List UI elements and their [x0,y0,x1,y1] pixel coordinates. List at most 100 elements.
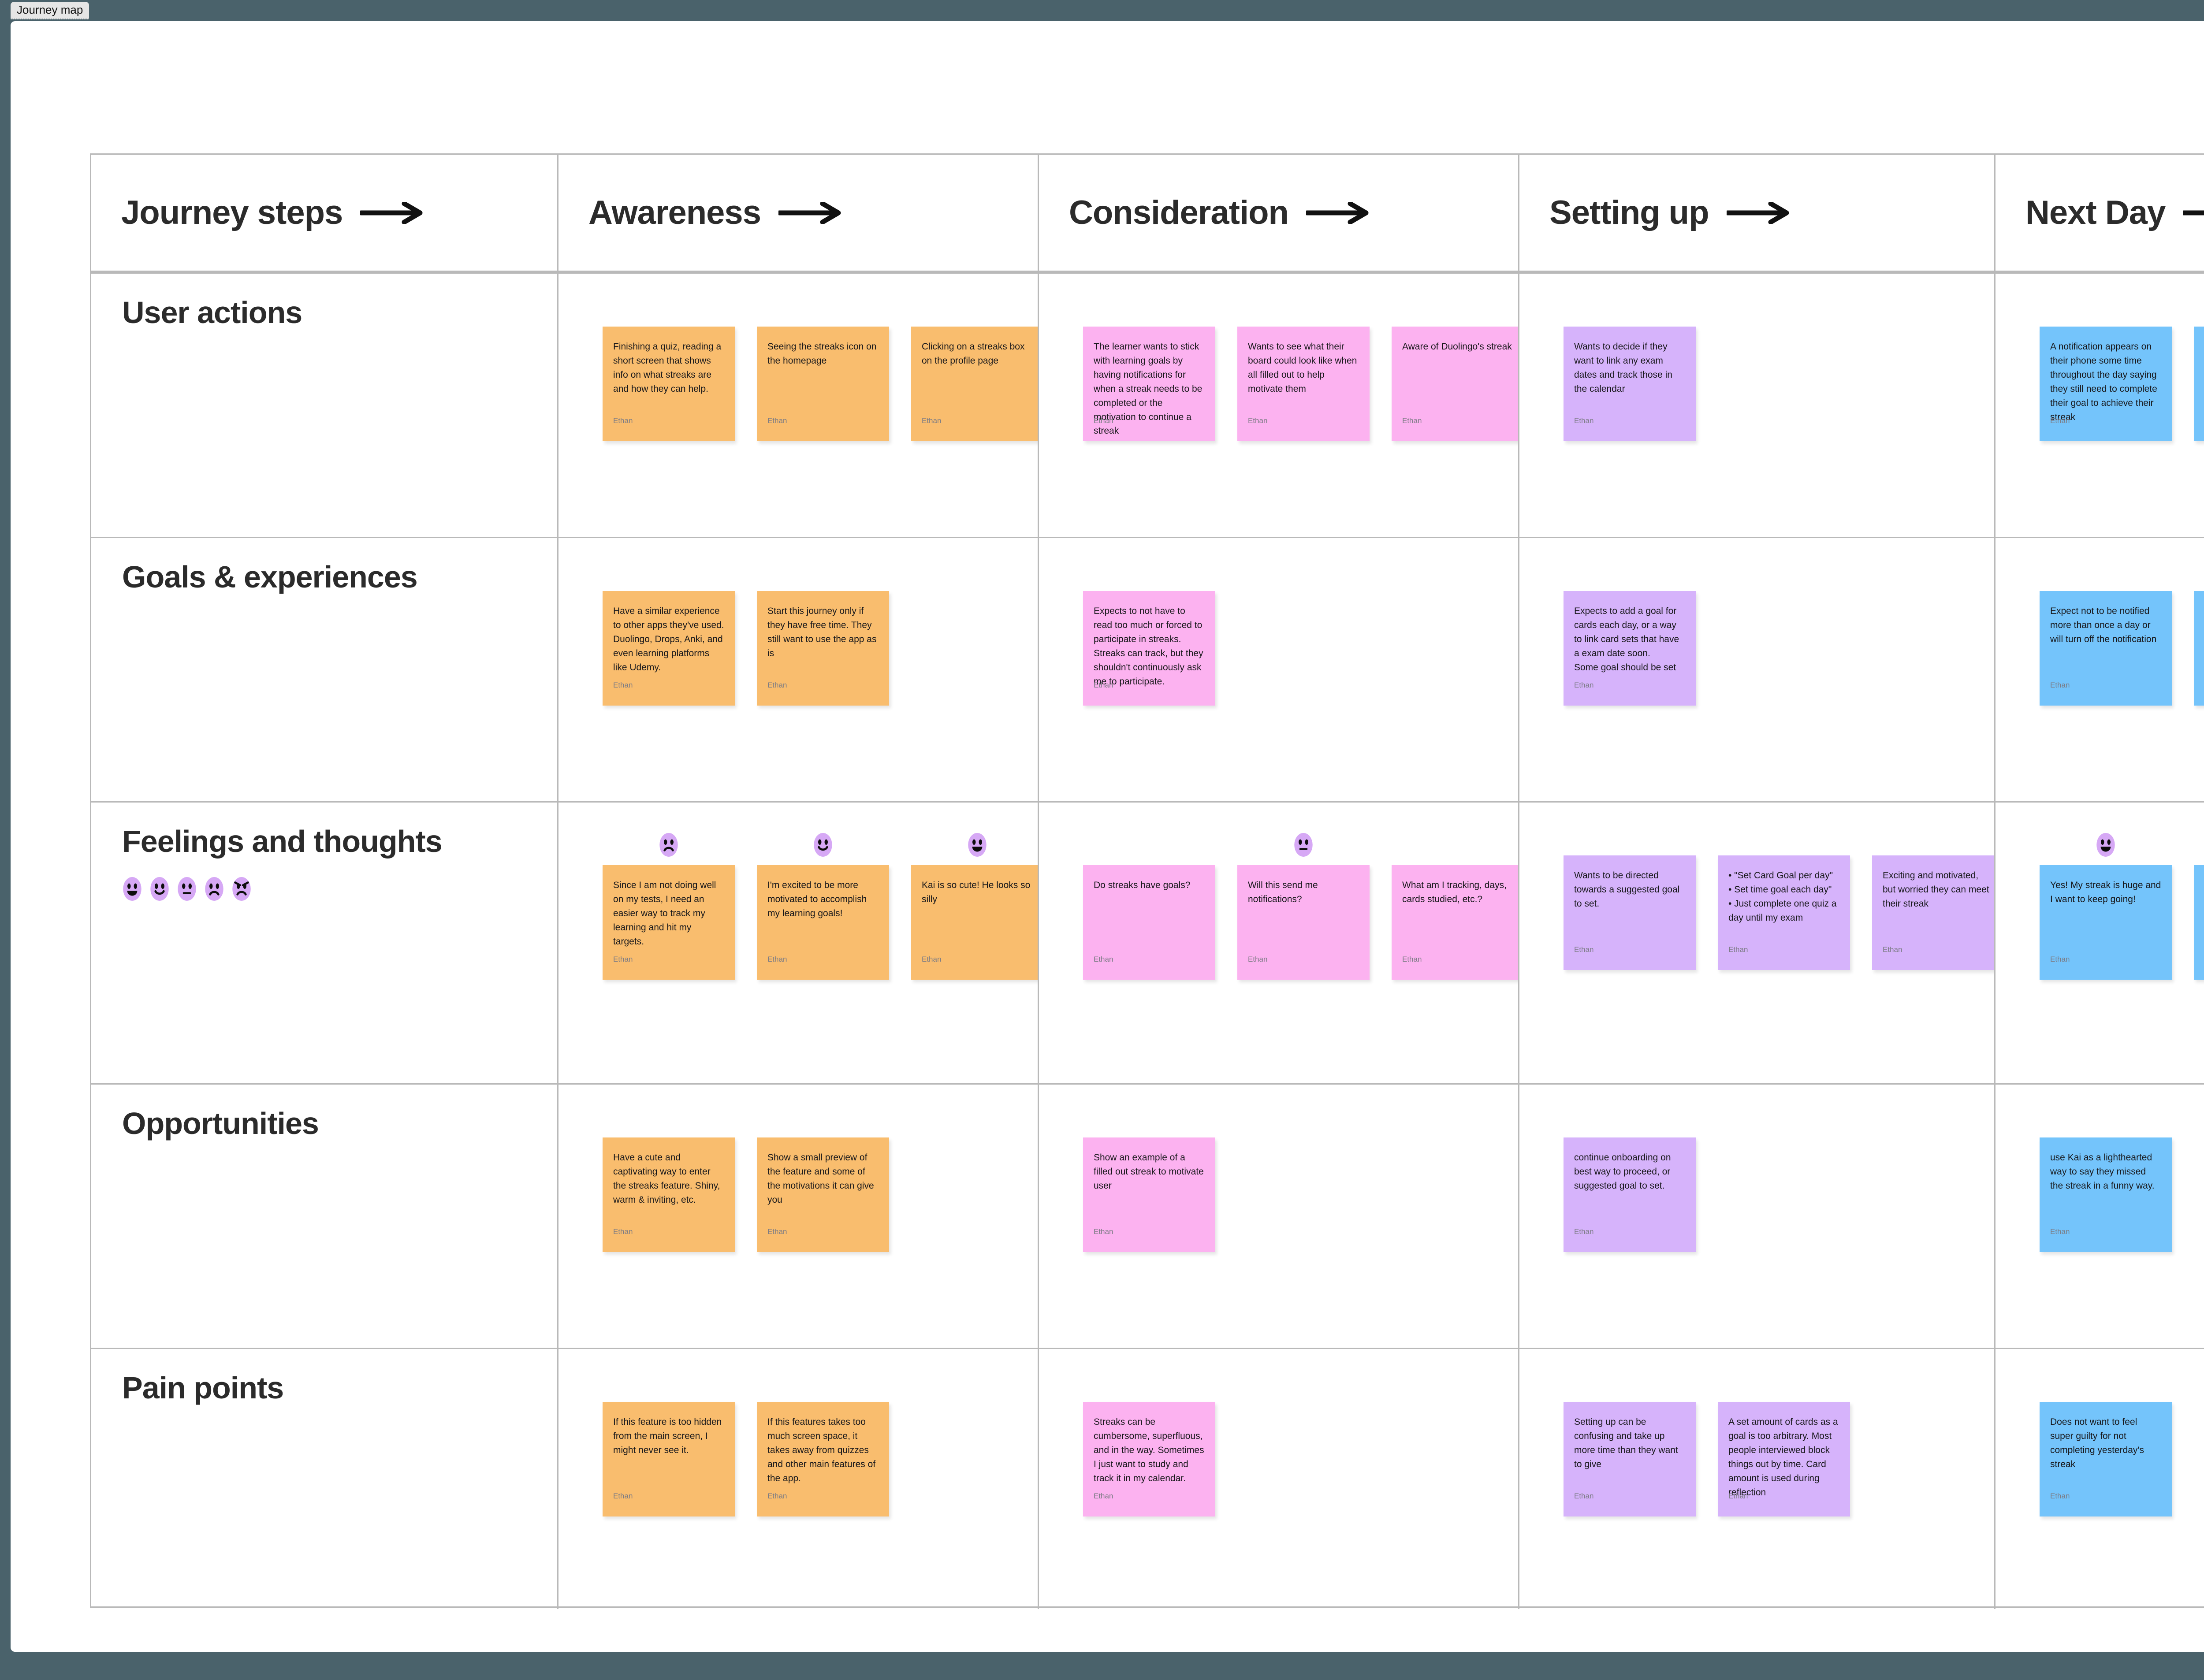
neutral-face-icon [178,877,196,901]
note-stack: Setting up can be confusing and take up … [1519,1349,1994,1609]
note-wrapper: continue onboarding on best way to proce… [1564,1137,1696,1252]
sticky-note-author: Ethan [2050,1227,2070,1236]
sticky-note[interactable]: Have a cute and captivating way to enter… [603,1137,735,1252]
note-stack: Streaks can be cumbersome, superfluous, … [1039,1349,1518,1609]
journey-step-header-1[interactable]: Awareness [558,155,1039,274]
sticky-note[interactable]: Does not want to feel super guilty for n… [2040,1402,2172,1516]
row-label-feelings_thoughts[interactable]: Feelings and thoughts [91,803,558,1085]
sticky-note-text: Expect not to be notified more than once… [2050,606,2157,644]
cell-goals_experiences-setting_up: Expects to add a goal for cards each day… [1519,538,1996,803]
sticky-note[interactable]: A notification appears on their phone so… [2040,327,2172,441]
sticky-note-author: Ethan [1094,416,1113,425]
frowning-face-icon [205,877,223,901]
sticky-note-text: Wants to be directed towards a suggested… [1574,870,1680,909]
sticky-note[interactable]: The learner wants to stick with learning… [1083,327,1215,441]
note-wrapper: Expect not to be notified more than once… [2040,591,2172,706]
sticky-note[interactable]: Exciting and motivated, but worried they… [1872,855,1994,970]
sticky-note[interactable]: Wants to be directed towards a suggested… [1564,855,1696,970]
sticky-note[interactable]: Yes! My streak is huge and I want to kee… [2040,865,2172,980]
sticky-note-author: Ethan [2050,1492,2070,1500]
sticky-note[interactable]: Setting up can be confusing and take up … [1564,1402,1696,1516]
row-label-user_actions[interactable]: User actions [91,274,558,538]
sticky-note[interactable]: Start this journey only if they have fre… [757,591,889,706]
sticky-note[interactable]: Wants to decide if they want to link any… [1564,327,1696,441]
grinning-face-icon [2096,833,2115,857]
mood-legend [122,877,557,901]
sticky-note-text: Since I am not doing well on my tests, I… [613,880,716,947]
sticky-note[interactable]: "How long is my streak currently?"Ethan [2194,865,2204,980]
note-wrapper: Wants to see what their board could look… [1237,327,1370,441]
note-wrapper: If this features takes too much screen s… [757,1402,889,1516]
sticky-note-text: use Kai as a lighthearted way to say the… [2050,1152,2155,1191]
sticky-note[interactable]: use Kai as a lighthearted way to say the… [2040,1137,2172,1252]
journey-step-header-4[interactable]: Next Day [1996,155,2204,274]
sticky-note[interactable]: continue onboarding on best way to proce… [1564,1137,1696,1252]
note-stack: Wants to be directed towards a suggested… [1519,803,1994,1083]
sticky-note[interactable]: What am I tracking, days, cards studied,… [1392,865,1518,980]
sticky-note-author: Ethan [1883,945,1902,954]
sticky-note[interactable]: If this features takes too much screen s… [757,1402,889,1516]
sticky-note[interactable]: Show a small preview of the feature and … [757,1137,889,1252]
sticky-note[interactable]: If this feature is too hidden from the m… [603,1402,735,1516]
row-label-opportunities[interactable]: Opportunities [91,1085,558,1349]
sticky-note[interactable]: Clicking on a streaks box on the profile… [911,327,1038,441]
mood-slot [757,825,889,865]
row-label-goals_experiences[interactable]: Goals & experiences [91,538,558,803]
sticky-note-author: Ethan [613,681,633,689]
sticky-note-text: Kai is so cute! He looks so silly [922,880,1031,904]
sticky-note-text: Yes! My streak is huge and I want to kee… [2050,880,2161,904]
journey-step-header-3[interactable]: Setting up [1519,155,1996,274]
sticky-note-author: Ethan [613,416,633,425]
sticky-note[interactable]: Do streaks have goals?Ethan [1083,865,1215,980]
note-wrapper: Setting up can be confusing and take up … [1564,1402,1696,1516]
sticky-note[interactable]: Streaks can be cumbersome, superfluous, … [1083,1402,1215,1516]
sticky-note-text: • "Set Card Goal per day" • Set time goa… [1728,870,1837,923]
sticky-note[interactable]: Expects to not have to read too much or … [1083,591,1215,706]
sticky-note-author: Ethan [1248,416,1268,425]
sticky-note[interactable]: Wants to see what their board could look… [1237,327,1370,441]
sticky-note[interactable]: Wants to be reminded how long their stre… [2194,591,2204,706]
note-stack: continue onboarding on best way to proce… [1519,1085,1994,1348]
sticky-note[interactable]: A set amount of cards as a goal is too a… [1718,1402,1850,1516]
sticky-note[interactable]: Expects to add a goal for cards each day… [1564,591,1696,706]
mood-slot [2194,825,2204,865]
cell-goals_experiences-awareness: Have a similar experience to other apps … [558,538,1039,803]
note-wrapper: Do streaks have goals?Ethan [1083,825,1215,980]
note-wrapper: A notification appears on their phone so… [2040,327,2172,441]
sticky-note-text: Wants to see what their board could look… [1248,342,1357,394]
sticky-note[interactable]: Opens app and a pop up or icon notificat… [2194,327,2204,441]
sticky-note[interactable]: Since I am not doing well on my tests, I… [603,865,735,980]
note-wrapper: Wants to be directed towards a suggested… [1564,855,1696,970]
row-label-pain_points[interactable]: Pain points [91,1349,558,1609]
arrow-right-icon [1726,201,1789,224]
sticky-note-author: Ethan [2050,955,2070,963]
sticky-note-text: I'm excited to be more motivated to acco… [767,880,867,918]
sticky-note[interactable]: Will this send me notifications?Ethan [1237,865,1370,980]
sticky-note-text: Streaks can be cumbersome, superfluous, … [1094,1417,1204,1483]
mood-slot [1392,825,1518,865]
journey-step-header-2[interactable]: Consideration [1039,155,1519,274]
sticky-note-text: Show an example of a filled out streak t… [1094,1152,1204,1191]
cell-opportunities-setting_up: continue onboarding on best way to proce… [1519,1085,1996,1349]
sticky-note-text: Expects to add a goal for cards each day… [1574,606,1679,673]
sticky-note[interactable]: Finishing a quiz, reading a short screen… [603,327,735,441]
sticky-note-author: Ethan [1402,955,1422,963]
sticky-note[interactable]: I'm excited to be more motivated to acco… [757,865,889,980]
sticky-note[interactable]: Show an example of a filled out streak t… [1083,1137,1215,1252]
note-stack: Show an example of a filled out streak t… [1039,1085,1518,1348]
cell-goals_experiences-consideration: Expects to not have to read too much or … [1039,538,1519,803]
sticky-note[interactable]: Have a similar experience to other apps … [603,591,735,706]
sticky-note[interactable]: Expect not to be notified more than once… [2040,591,2172,706]
sticky-note-author: Ethan [613,1492,633,1500]
board-tab-title[interactable]: Journey map [11,2,89,19]
journey-step-header-0[interactable]: Journey steps [91,155,558,274]
sticky-note[interactable]: • "Set Card Goal per day" • Set time goa… [1718,855,1850,970]
sticky-note-author: Ethan [1094,1227,1113,1236]
note-wrapper: Finishing a quiz, reading a short screen… [603,327,735,441]
